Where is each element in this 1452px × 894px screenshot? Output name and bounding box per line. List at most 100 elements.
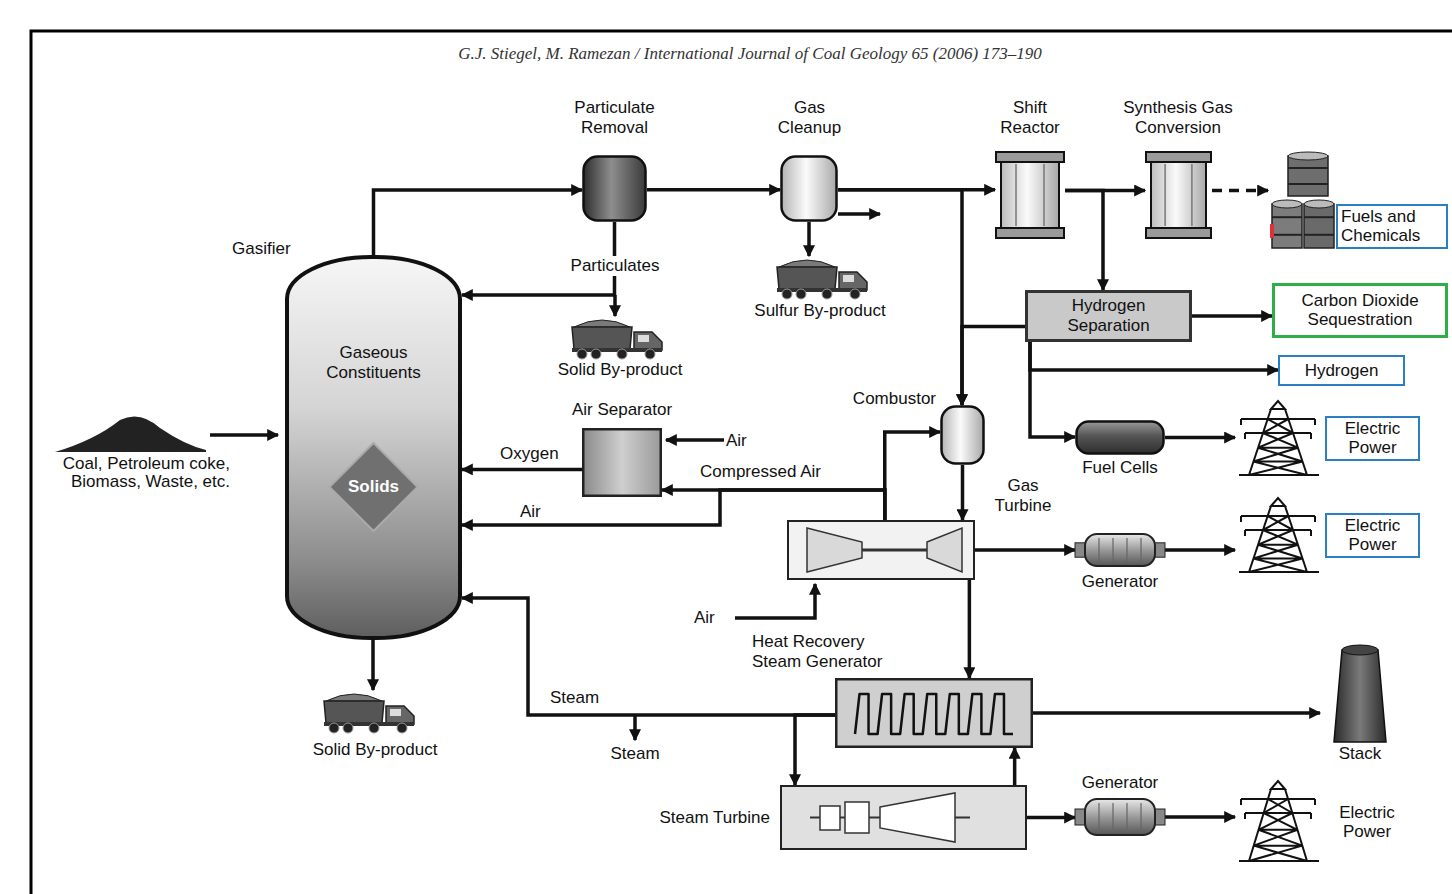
gasifier-vessel: GasifierGaseous ConstituentsSolids	[285, 255, 462, 640]
product-box: Carbon Dioxide Sequestration	[1272, 283, 1448, 338]
drawing-rect	[996, 228, 1064, 238]
drawing-rect	[782, 157, 837, 221]
node-label: Fuel Cells	[1065, 458, 1175, 478]
drawing-path	[210, 433, 278, 437]
flow-connector	[975, 548, 1075, 552]
barrel-band	[1272, 216, 1302, 218]
edge-label: Compressed Air	[698, 462, 823, 482]
stack-chimney: Stack	[1320, 640, 1400, 768]
steam-turbine-outline	[780, 785, 1027, 850]
heat-recovery-unit: Heat Recovery Steam Generator	[835, 678, 1033, 748]
node-label: Stack	[1320, 744, 1400, 764]
air-separator-box: Air Separator	[582, 428, 662, 497]
drawing-path	[633, 715, 637, 740]
drawing-line	[1191, 164, 1193, 226]
barrel-icon	[1272, 204, 1302, 248]
drawing-path	[838, 212, 880, 216]
generator-unit-outline	[1075, 532, 1165, 568]
flow-connector	[1030, 342, 1278, 370]
flow-connector	[1065, 191, 1103, 291]
reactor-vessel: Shift Reactor	[995, 150, 1065, 240]
node-label: Carbon Dioxide Sequestration	[1275, 291, 1445, 330]
process-box: Hydrogen Separation	[1025, 290, 1192, 342]
transmission-tower	[1239, 401, 1319, 475]
edge-label: Oxygen	[498, 444, 561, 464]
barrel-band	[1272, 234, 1302, 236]
steam-turbine: Steam Turbine	[780, 785, 1027, 850]
air-separator-box-outline	[582, 428, 662, 497]
node-label: Electric Power	[1325, 416, 1420, 461]
annotation: Coal, Petroleum coke, Biomass, Waste, et…	[40, 455, 230, 491]
node-label: Particulate Removal	[547, 98, 682, 137]
drawing-rect	[1001, 160, 1059, 230]
drawing-path	[666, 438, 724, 442]
node-label: Hydrogen	[1280, 361, 1403, 381]
power-output: Electric Power	[1235, 495, 1422, 575]
drawing-line	[1126, 538, 1127, 562]
drawing-line	[1015, 164, 1017, 226]
drawing-rect	[1077, 422, 1164, 454]
drawing-path	[613, 295, 617, 316]
process-vessel-outline	[582, 155, 647, 222]
flow-connector	[374, 190, 583, 255]
drawing-line	[1098, 538, 1099, 562]
process-vessel: Gas Cleanup	[780, 155, 838, 222]
flow-connector	[795, 715, 835, 785]
drawing-line	[862, 549, 927, 552]
drawing-rect	[1146, 228, 1211, 238]
compressor-stage	[807, 528, 862, 572]
generator-unit: Generator	[1075, 532, 1165, 568]
drawing-line	[1112, 538, 1113, 562]
node-label: Generator	[1060, 773, 1180, 793]
power-output: Electric Power	[1235, 398, 1422, 478]
flow-connector	[1165, 436, 1235, 440]
process-vessel: Particulate Removal	[582, 155, 647, 222]
reactor-vessel-outline	[1145, 150, 1212, 240]
barrel-band	[1288, 183, 1328, 185]
node-label: Gas Cleanup	[767, 98, 852, 137]
combustor-vessel: Combustor	[940, 405, 985, 465]
drawing-line	[1126, 803, 1127, 831]
flow-connector	[838, 190, 962, 405]
generator-unit-outline	[1075, 797, 1165, 837]
drawing-rect	[1151, 160, 1206, 230]
drawing-polygon	[1334, 650, 1386, 742]
drawing-line	[1164, 164, 1166, 226]
annotation: Air	[694, 608, 730, 628]
generator-unit: Generator	[1075, 797, 1165, 837]
flow-connector	[1033, 711, 1320, 715]
node-label: Synthesis Gas Conversion	[1103, 98, 1253, 137]
solids-symbol	[330, 443, 418, 531]
truck-icon	[777, 260, 867, 299]
coal-pile	[55, 416, 206, 452]
product-box: Fuels and Chemicals	[1268, 148, 1452, 252]
node-label: Gaseous Constituents	[295, 343, 452, 382]
flow-connector	[462, 468, 582, 472]
combustor-vessel-outline	[940, 405, 985, 465]
drawing-path	[807, 222, 811, 256]
heat-exchanger-coil	[855, 694, 1013, 734]
heat-recovery-unit-outline	[835, 678, 1033, 748]
node-label: Fuels and Chemicals	[1336, 204, 1448, 249]
truck-icon	[324, 694, 414, 733]
flow-connector	[1165, 548, 1235, 552]
annotation: Air	[726, 431, 762, 451]
node-label: Steam Turbine	[608, 808, 770, 828]
transmission-tower	[1239, 498, 1319, 572]
drawing-rect	[1085, 799, 1155, 835]
drawing-rect	[1146, 152, 1211, 162]
flow-connector	[662, 490, 885, 520]
node-label: Electric Power	[1325, 513, 1420, 558]
drawing-rect	[584, 157, 646, 221]
node-label: Heat Recovery Steam Generator	[752, 632, 892, 671]
barrel-band	[1288, 167, 1328, 169]
barrel-band	[1304, 234, 1334, 236]
flow-connector	[1030, 342, 1075, 437]
gas-turbine-outline	[787, 520, 975, 580]
drawing-rect	[820, 806, 840, 830]
drawing-rect	[788, 521, 974, 579]
page-frame	[31, 31, 1452, 894]
node-label: Generator	[1060, 572, 1180, 592]
edge-label: Air	[518, 502, 543, 522]
